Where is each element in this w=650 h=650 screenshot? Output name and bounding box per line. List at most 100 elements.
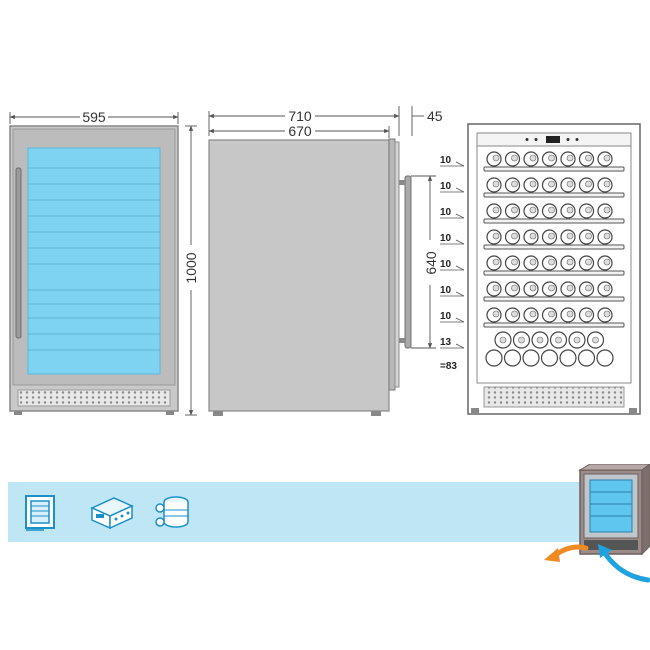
side-handle-bracket-top (399, 180, 406, 185)
bottom-bottle-stack (485, 331, 614, 367)
shelf-2 (483, 177, 625, 198)
bottle-neck (511, 180, 518, 188)
bottle-neck (603, 232, 611, 240)
bottle-neck (585, 206, 592, 214)
bottle-neck (492, 180, 500, 188)
front-glass-panel (27, 147, 161, 375)
bottle-neck (492, 258, 500, 266)
bottle-neck (566, 310, 574, 318)
bottle (485, 349, 503, 367)
shelf-capacity-label: 10 (440, 233, 452, 244)
bottle-neck (529, 180, 537, 188)
inside-view (467, 123, 641, 415)
front-height-dimension: 1000 (183, 125, 199, 416)
shelf-4 (483, 229, 625, 250)
bottle-neck (548, 284, 555, 292)
side-foot-left (213, 411, 223, 416)
front-shelf-lines (28, 167, 160, 351)
control-panel-buttons (525, 136, 579, 143)
bottle-neck (529, 232, 537, 240)
bottle-neck (529, 206, 537, 214)
shelf-rail (483, 192, 625, 198)
front-door-handle (15, 167, 22, 339)
side-door-strip (394, 141, 400, 388)
shelf-label-leader-tick (455, 239, 465, 245)
shelf-6 (483, 281, 625, 302)
bottle-neck (548, 180, 555, 188)
side-foot-right (371, 411, 381, 416)
side-body-depth-label: 670 (288, 123, 312, 139)
front-vent-grille (17, 389, 171, 407)
bottle-neck (585, 180, 592, 188)
bottle (522, 349, 540, 367)
shelf-rail (483, 244, 625, 250)
side-body-depth-dimension: 670 (208, 123, 390, 139)
inside-shelves (483, 151, 625, 367)
bottle-neck (555, 336, 562, 344)
bottle-neck (529, 284, 537, 292)
side-view (208, 138, 412, 416)
bottle-neck (511, 310, 518, 318)
door-thickness-dimension: 45 (398, 106, 443, 136)
side-total-depth-dimension: 710 (208, 108, 400, 136)
bottle-neck (511, 154, 518, 162)
shelf-label-leader-tick (455, 187, 465, 193)
bottle-neck (603, 180, 611, 188)
bottle-neck (566, 284, 574, 292)
side-total-depth-label: 710 (288, 108, 312, 124)
bottle-neck (603, 206, 611, 214)
compressor-icon (152, 492, 192, 539)
feature-bar (8, 482, 583, 542)
bottle-neck (492, 310, 500, 318)
bottle-neck (566, 258, 574, 266)
shelf-capacity-label: 10 (440, 259, 452, 270)
bottle-neck (603, 258, 611, 266)
bottle (540, 349, 559, 367)
bottle-neck (529, 154, 537, 162)
bottle-neck (585, 232, 592, 240)
bottle-neck (499, 336, 507, 344)
handle-length-dimension: 640 (411, 175, 439, 349)
shelf-label-leader-tick (455, 343, 465, 349)
inside-vent-grille (483, 386, 625, 408)
inside-foot-right (629, 408, 637, 414)
shelf-rail (483, 270, 625, 276)
bottle-neck (548, 232, 555, 240)
front-width-label: 595 (82, 109, 106, 125)
shelf-5 (483, 255, 625, 276)
front-view (9, 125, 179, 415)
bottle-neck (518, 336, 525, 344)
bottle-neck (573, 336, 581, 344)
shelf-capacity-label: 10 (440, 285, 452, 296)
bottle-neck (511, 232, 518, 240)
bottle-neck (585, 284, 592, 292)
bottle-neck (548, 206, 555, 214)
bottle-neck (566, 206, 574, 214)
shelf-label-leader-tick (455, 213, 465, 219)
bottle-neck (566, 232, 574, 240)
side-cabinet (208, 139, 390, 412)
handle-length-label: 640 (423, 251, 439, 275)
front-foot-left (14, 411, 22, 415)
bottle-neck (529, 310, 537, 318)
bottle (577, 349, 596, 367)
shelf-capacity-label: 10 (440, 155, 452, 166)
door-thickness-label: 45 (427, 108, 443, 124)
shelf-label-leader-tick (455, 291, 465, 297)
bottle-neck (492, 284, 500, 292)
bottle-neck (511, 206, 518, 214)
door-frame-icon (24, 492, 58, 537)
shelf-capacity-label: 13 (440, 337, 452, 348)
bottle-neck (548, 258, 555, 266)
bottle-neck (492, 206, 500, 214)
total-capacity-label: =83 (440, 361, 457, 372)
shelf-rail (483, 322, 625, 328)
shelf-rail (483, 218, 625, 224)
shelf-7 (483, 307, 625, 328)
bottle-neck (511, 258, 518, 266)
bottle (503, 349, 522, 367)
bottle (596, 349, 614, 367)
front-height-label: 1000 (183, 252, 199, 283)
shelf-label-leader-tick (455, 317, 465, 323)
bottle-neck (603, 154, 611, 162)
